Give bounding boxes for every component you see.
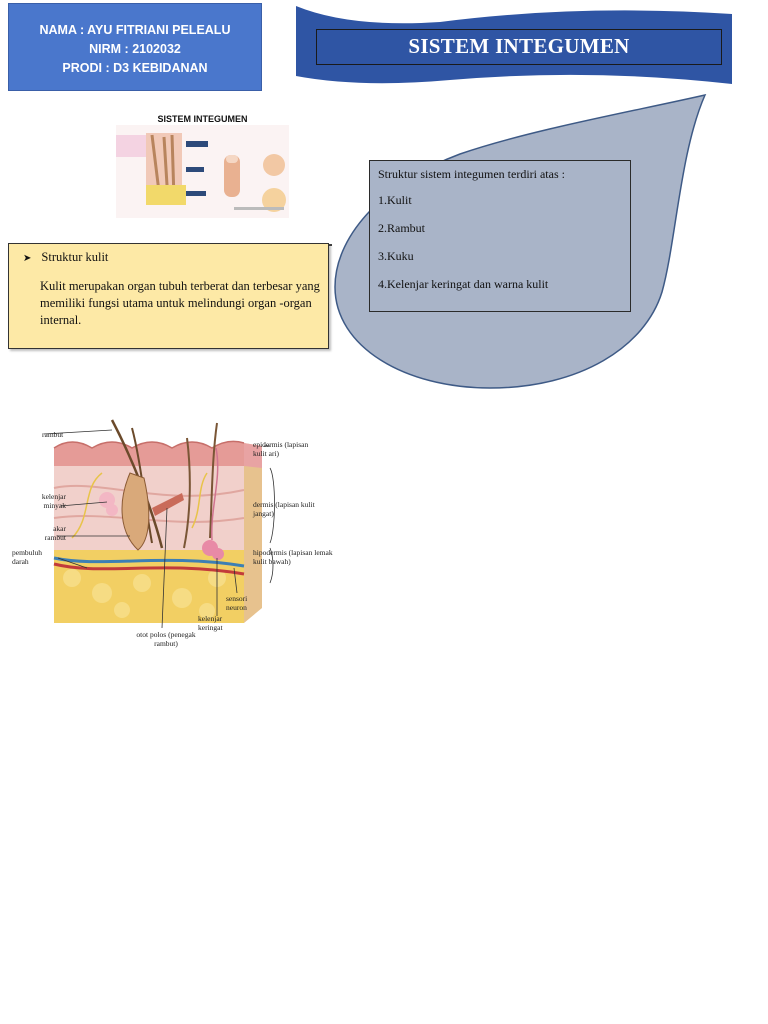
skin-structure-callout: ➤ Struktur kulit Kulit merupakan organ tu… <box>8 243 329 349</box>
structure-list-box: Struktur sistem integumen terdiri atas :… <box>369 160 631 312</box>
structure-item-kelenjar: 4.Kelenjar keringat dan warna kulit <box>378 277 549 291</box>
label-kelenjar-minyak: kelenjar minyak <box>41 492 66 510</box>
label-dermis: dermis (lapisan kulit jangat) <box>253 500 315 518</box>
thumbnail-illustration <box>116 125 289 218</box>
callout-heading-row: ➤ Struktur kulit <box>23 250 108 265</box>
student-name: NAMA : AYU FITRIANI PELEALU <box>39 23 231 37</box>
thumbnail-title: SISTEM INTEGUMEN <box>157 114 248 124</box>
identity-box: NAMA : AYU FITRIANI PELEALU NIRM : 21020… <box>8 3 262 91</box>
label-sensori-neuron: sensori neuron <box>226 594 248 612</box>
structure-item-rambut: 2.Rambut <box>378 221 425 235</box>
label-otot-polos: otot polos (penegak rambut) <box>136 630 196 648</box>
structure-item-kulit: 1.Kulit <box>378 193 412 207</box>
student-prodi: PRODI : D3 KEBIDANAN <box>62 61 208 75</box>
label-pembuluh-darah: pembuluh darah <box>12 548 42 566</box>
structure-item-kuku: 3.Kuku <box>378 249 414 263</box>
label-epidermis: epidermis (lapisan kulit ari) <box>253 440 309 458</box>
integument-thumbnail: SISTEM INTEGUMEN <box>116 111 289 218</box>
label-rambut: rambut <box>42 430 64 439</box>
callout-heading: Struktur kulit <box>41 250 109 264</box>
label-kelenjar-keringat: kelenjar keringat <box>198 614 223 632</box>
arrow-bullet-icon: ➤ <box>23 253 32 264</box>
label-hipodermis: hipodermis (lapisan lemak kulit bawah) <box>253 548 333 566</box>
student-nirm: NIRM : 2102032 <box>89 42 181 56</box>
skin-cross-section-diagram <box>43 419 275 629</box>
label-akar-rambut: akar rambut <box>44 524 66 542</box>
structure-intro: Struktur sistem integumen terdiri atas : <box>378 167 565 181</box>
callout-body: Kulit merupakan organ tubuh terberat dan… <box>40 279 320 327</box>
page-title: SISTEM INTEGUMEN <box>316 29 722 65</box>
